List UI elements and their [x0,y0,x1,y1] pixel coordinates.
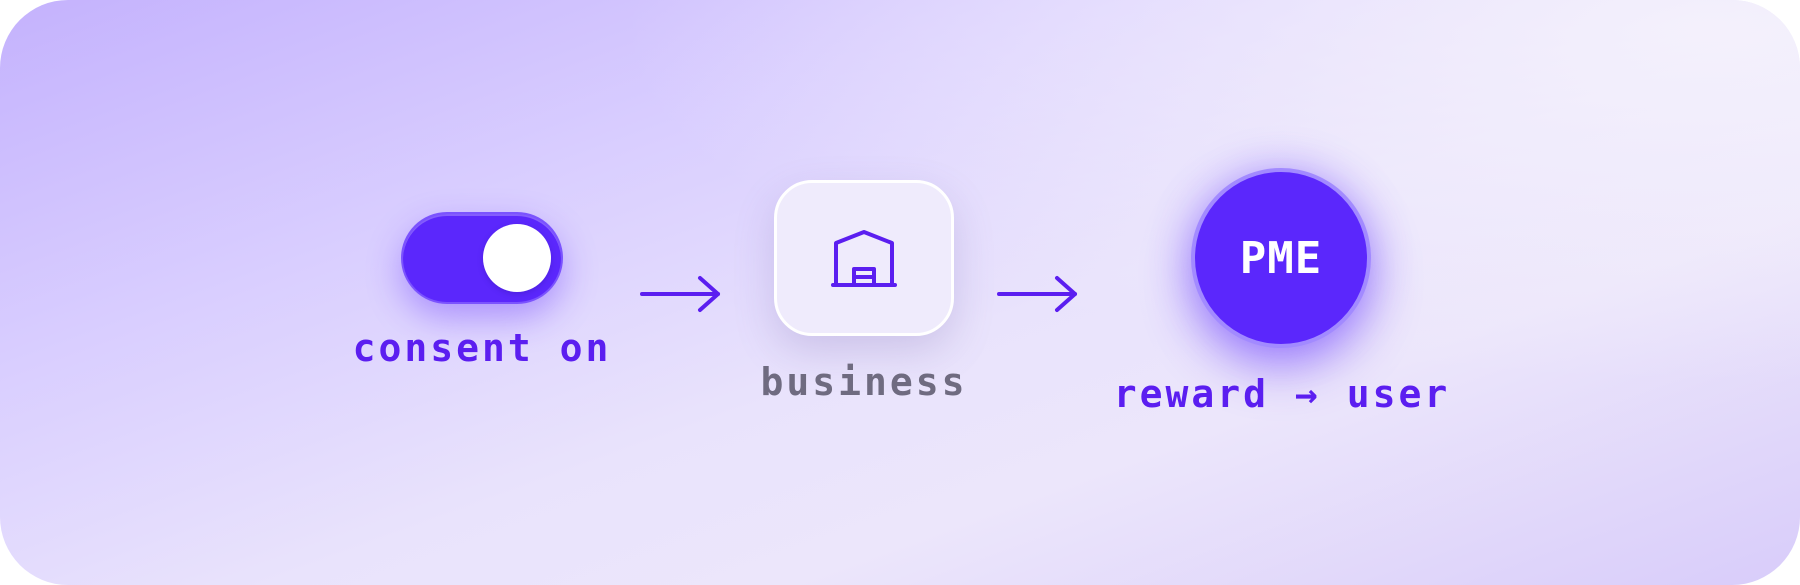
reward-label: reward → user [1113,372,1451,416]
business-label: business [760,360,968,404]
arrow-right-icon [640,276,720,312]
storefront-icon [831,230,897,287]
pme-badge: PME [1191,168,1371,348]
business-node [774,180,954,336]
consent-toggle[interactable] [401,212,563,304]
pme-badge-text: PME [1239,232,1323,284]
toggle-knob [483,224,551,292]
arrow-right-icon [997,276,1077,312]
consent-label: consent on [352,326,612,370]
